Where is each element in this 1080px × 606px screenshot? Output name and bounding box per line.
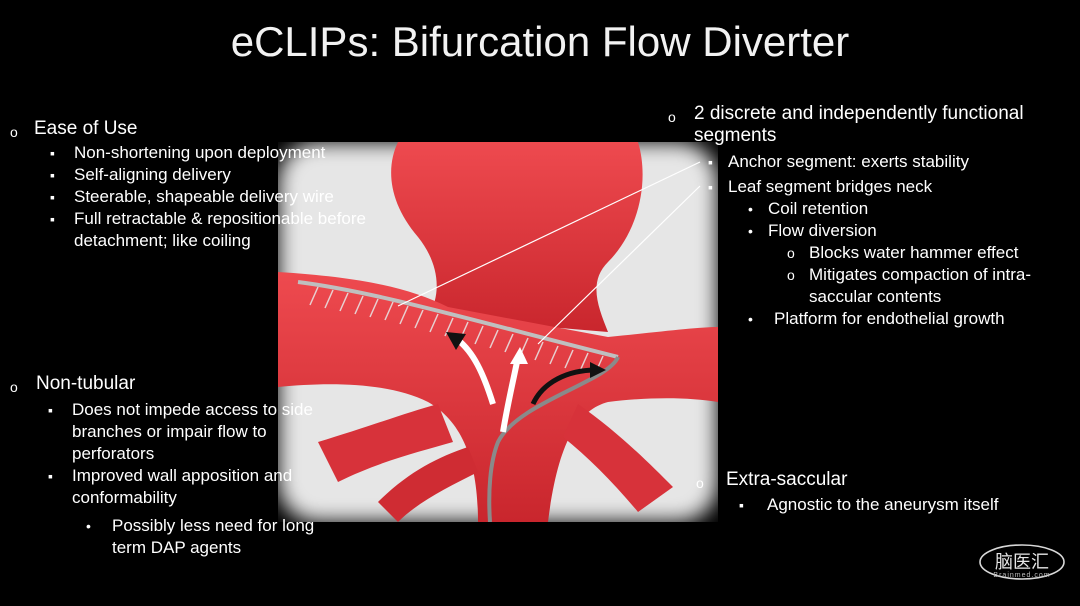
flow-arrow-right xyxy=(530,367,597,406)
left-section-ease-of-use: o Ease of Use ▪ Non-shortening upon deplo… xyxy=(10,118,430,252)
square-bullet: ▪ xyxy=(48,402,53,418)
dot-bullet: • xyxy=(748,311,753,327)
bullet-text: Agnostic to the aneurysm itself xyxy=(767,495,999,514)
bullet-text: Full retractable & repositionable before xyxy=(74,209,366,228)
section-heading: Non-tubular xyxy=(36,373,136,394)
left-section-non-tubular: o Non-tubular ▪ Does not impede access to… xyxy=(10,373,430,559)
side-vessel xyxy=(378,447,478,522)
bullet-text: Steerable, shapeable delivery wire xyxy=(74,187,334,206)
bullet-text-continued: branches or impair flow to xyxy=(72,422,267,441)
open-circle-bullet: o xyxy=(10,124,18,140)
square-bullet: ▪ xyxy=(50,189,55,205)
lower-branch-left xyxy=(318,404,453,482)
section-heading: Extra-saccular xyxy=(726,469,848,490)
bullet-text: Improved wall apposition and xyxy=(72,466,293,485)
flow-diversion-text: Flow diversion xyxy=(768,221,877,240)
section-heading: Ease of Use xyxy=(34,118,138,139)
square-bullet: ▪ xyxy=(50,145,55,161)
flow-arrowhead-left xyxy=(446,332,466,350)
open-circle-bullet: o xyxy=(787,267,795,283)
logo-frame-icon xyxy=(979,544,1065,580)
open-circle-bullet: o xyxy=(10,379,18,395)
logo-text: 脑医汇 xyxy=(995,552,1049,573)
square-bullet: ▪ xyxy=(48,468,53,484)
bullet-text: Self-aligning delivery xyxy=(74,165,231,184)
square-bullet: ▪ xyxy=(50,211,55,227)
square-bullet: ▪ xyxy=(708,179,713,195)
bullet-text-continued: perforators xyxy=(72,444,155,463)
logo-subtext: Brainmed.com xyxy=(993,572,1051,579)
lower-branch-right xyxy=(563,404,673,512)
section-heading-line2: segments xyxy=(694,125,777,146)
square-bullet: ▪ xyxy=(739,497,744,513)
section-heading-line1: 2 discrete and independently functional xyxy=(694,103,1024,124)
compaction-text: Mitigates compaction of intra- xyxy=(809,265,1032,284)
flow-arrowhead-center xyxy=(510,347,528,364)
slide-title: eCLIPs: Bifurcation Flow Diverter xyxy=(230,18,850,65)
leaf-segment-text: Leaf segment bridges neck xyxy=(728,177,933,196)
open-circle-bullet: o xyxy=(668,109,676,125)
bullet-text-continued: conformability xyxy=(72,488,177,507)
flow-arrowhead-right xyxy=(590,362,606,378)
coil-retention-text: Coil retention xyxy=(768,199,869,218)
anchor-segment-text: Anchor segment: exerts stability xyxy=(728,152,969,171)
open-circle-bullet: o xyxy=(787,245,795,261)
parent-artery xyxy=(278,272,718,522)
right-section-extra-saccular: o Extra-saccular ▪ Agnostic to the aneury… xyxy=(696,469,1056,516)
open-circle-bullet: o xyxy=(696,475,704,491)
compaction-text-continued: saccular contents xyxy=(809,287,942,306)
right-section-segments: o 2 discrete and independently functiona… xyxy=(668,103,1068,330)
bullet-text: Does not impede access to side xyxy=(72,400,313,419)
flow-arrow-left xyxy=(456,337,496,405)
dot-bullet: • xyxy=(86,518,91,534)
sub-bullet-text: Possibly less need for long xyxy=(112,516,315,535)
bullet-text: Non-shortening upon deployment xyxy=(74,143,326,162)
stent-struts xyxy=(309,286,604,375)
platform-text: Platform for endothelial growth xyxy=(774,309,1005,328)
watermark-logo: 脑医汇 Brainmed.com xyxy=(976,542,1068,584)
square-bullet: ▪ xyxy=(50,167,55,183)
dot-bullet: • xyxy=(748,201,753,217)
sub-bullet-text-continued: term DAP agents xyxy=(112,538,242,557)
square-bullet: ▪ xyxy=(708,154,713,170)
water-hammer-text: Blocks water hammer effect xyxy=(809,243,1019,262)
bullet-text-continued: detachment; like coiling xyxy=(74,231,251,250)
dot-bullet: • xyxy=(748,223,753,239)
delivery-wire xyxy=(487,355,620,522)
